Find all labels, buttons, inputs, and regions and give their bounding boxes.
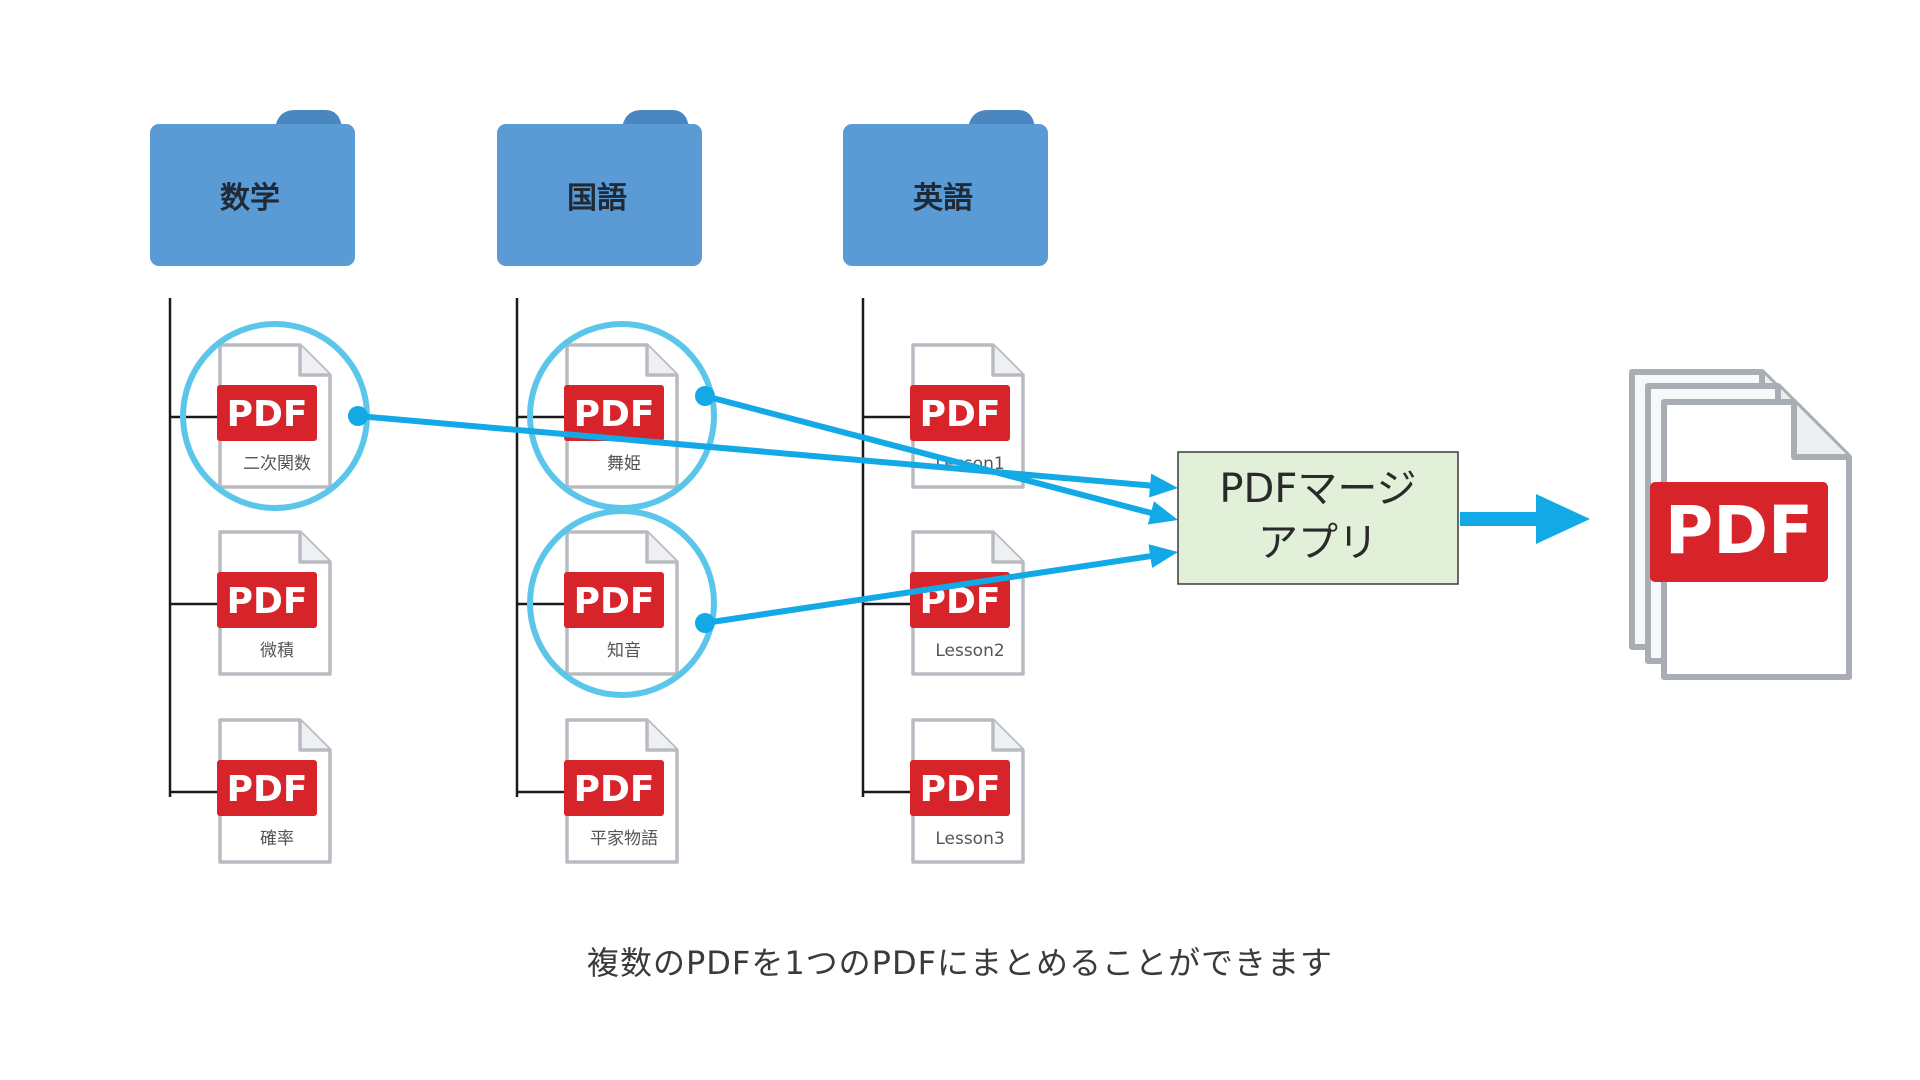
folder-body [497, 124, 702, 266]
connector-arrowhead [1147, 501, 1178, 525]
folder-label: 国語 [567, 181, 627, 216]
merge-app-label-line2: アプリ [1258, 520, 1378, 566]
folder-label: 英語 [913, 181, 973, 216]
merged-pdf-badge [1650, 482, 1828, 582]
connector-arrowhead [1148, 544, 1178, 569]
connector-line [357, 413, 1155, 489]
pdf-badge-label: PDF [227, 769, 308, 810]
file-name: 確率 [260, 829, 294, 849]
folder-2: 国語 [497, 110, 702, 266]
tree-lines [168, 298, 919, 797]
connector-arrowhead [1149, 473, 1178, 498]
merge-app-box: PDFマージ アプリ [1177, 451, 1459, 585]
page-fold [1791, 402, 1849, 460]
pdf-file-lesson1: PDFLesson1 [910, 343, 1025, 489]
pdf-file-舞姫: PDF 舞姫 [564, 343, 679, 489]
selection-circle [527, 508, 717, 698]
pdf-file-平家物語: PDF 平家物語 [564, 718, 679, 864]
file-name: 平家物語 [590, 829, 658, 849]
file-name: 舞姫 [607, 454, 641, 474]
connector-line [704, 393, 1156, 517]
file-name: 微積 [260, 641, 294, 661]
folder-body [150, 124, 355, 266]
pdf-file-知音: PDF 知音 [564, 530, 679, 676]
merged-pdf-icon: PDF [1629, 369, 1852, 680]
pdf-badge-label: PDF [227, 394, 308, 435]
pdf-badge-label: PDF [227, 581, 308, 622]
file-name: 二次関数 [243, 454, 311, 474]
pdf-badge-label: PDF [920, 394, 1001, 435]
pdf-file-lesson3: PDF Lesson3 [910, 718, 1025, 864]
pdf-badge-label: PDF [574, 394, 655, 435]
folder-3: 英語 [843, 110, 1048, 266]
folder-body [843, 124, 1048, 266]
folder-tab [968, 110, 1035, 128]
file-name: 知音 [607, 641, 641, 661]
folder-tab [622, 110, 689, 128]
file-name: Lesson2 [935, 641, 1004, 661]
merge-arrows [348, 386, 1178, 633]
folder-label: 数学 [220, 181, 280, 216]
pdf-file-確率: PDF 確率 [217, 718, 332, 864]
folder-1: 数学 [150, 110, 355, 266]
pdf-badge-label: PDF [920, 769, 1001, 810]
merge-app-label-line1: PDFマージ [1219, 466, 1416, 512]
pdf-file-微積: PDF 微積 [217, 530, 332, 676]
folder-tab [275, 110, 342, 128]
pdf-badge-label: PDF [574, 581, 655, 622]
merged-pdf-badge-label: PDF [1665, 492, 1813, 569]
pdf-file-二次関数: PDF 二次関数 [217, 343, 332, 489]
caption: 複数のPDFを1つのPDFにまとめることができます [586, 944, 1334, 982]
output-arrow [1460, 494, 1590, 544]
pdf-badge-label: PDF [574, 769, 655, 810]
file-name: Lesson3 [935, 829, 1004, 849]
file-icons: PDF二次関数PDF微積PDF確率PDF舞姫PDF知音PDF平家物語PDFLes… [217, 343, 1025, 864]
folders: 数学 国語 英語 [150, 110, 1048, 266]
connector-line [704, 552, 1155, 626]
